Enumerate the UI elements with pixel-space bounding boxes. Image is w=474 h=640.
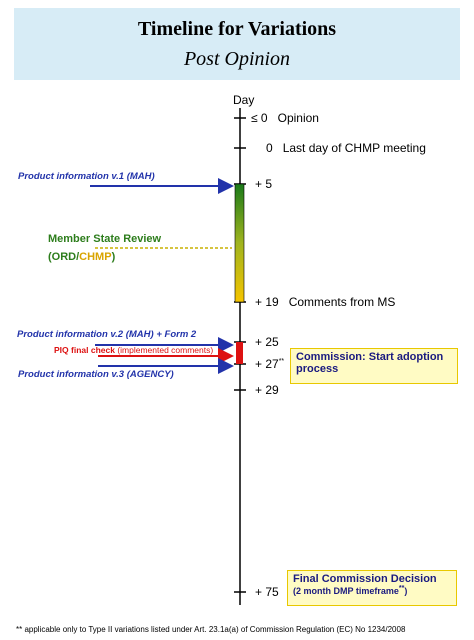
tick-label-27: + 27** <box>255 357 285 371</box>
tick-label-75: + 75 <box>255 585 279 599</box>
final-decision-note: (2 month DMP timeframe**) <box>293 585 408 596</box>
tick-label-opinion: ≤ 0 Opinion <box>251 111 319 125</box>
label-product-info-v3: Product information v.3 (AGENCY) <box>18 369 174 380</box>
page-title: Timeline for Variations <box>137 18 337 40</box>
tick-label-19: + 19 Comments from MS <box>255 295 396 309</box>
tick-label-29: + 29 <box>255 383 279 397</box>
axis-label-day: Day <box>233 93 255 107</box>
tick-label-25: + 25 <box>255 335 279 349</box>
header-banner: Timeline for Variations Post Opinion <box>14 8 460 80</box>
page-subtitle: Post Opinion <box>183 48 291 70</box>
label-piq-final-check: PIQ final check (implemented comments) <box>54 345 214 355</box>
review-period-bar <box>234 183 245 303</box>
label-ord-chmp: (ORD/CHMP) <box>48 251 116 263</box>
label-member-state-review: Member State Review <box>48 233 162 245</box>
final-decision-box: Final Commission Decision (2 month DMP t… <box>287 570 457 606</box>
footnote: ** applicable only to Type II variations… <box>16 625 406 634</box>
commission-start-box: Commission: Start adoption process <box>290 348 458 384</box>
label-product-info-v2: Product information v.2 (MAH) + Form 2 <box>17 329 197 340</box>
tick-label-5: + 5 <box>255 177 273 191</box>
label-product-info-v1: Product information v.1 (MAH) <box>18 171 155 182</box>
tick-label-chmp: 0 Last day of CHMP meeting <box>266 141 426 155</box>
piq-period-bar <box>236 342 243 364</box>
